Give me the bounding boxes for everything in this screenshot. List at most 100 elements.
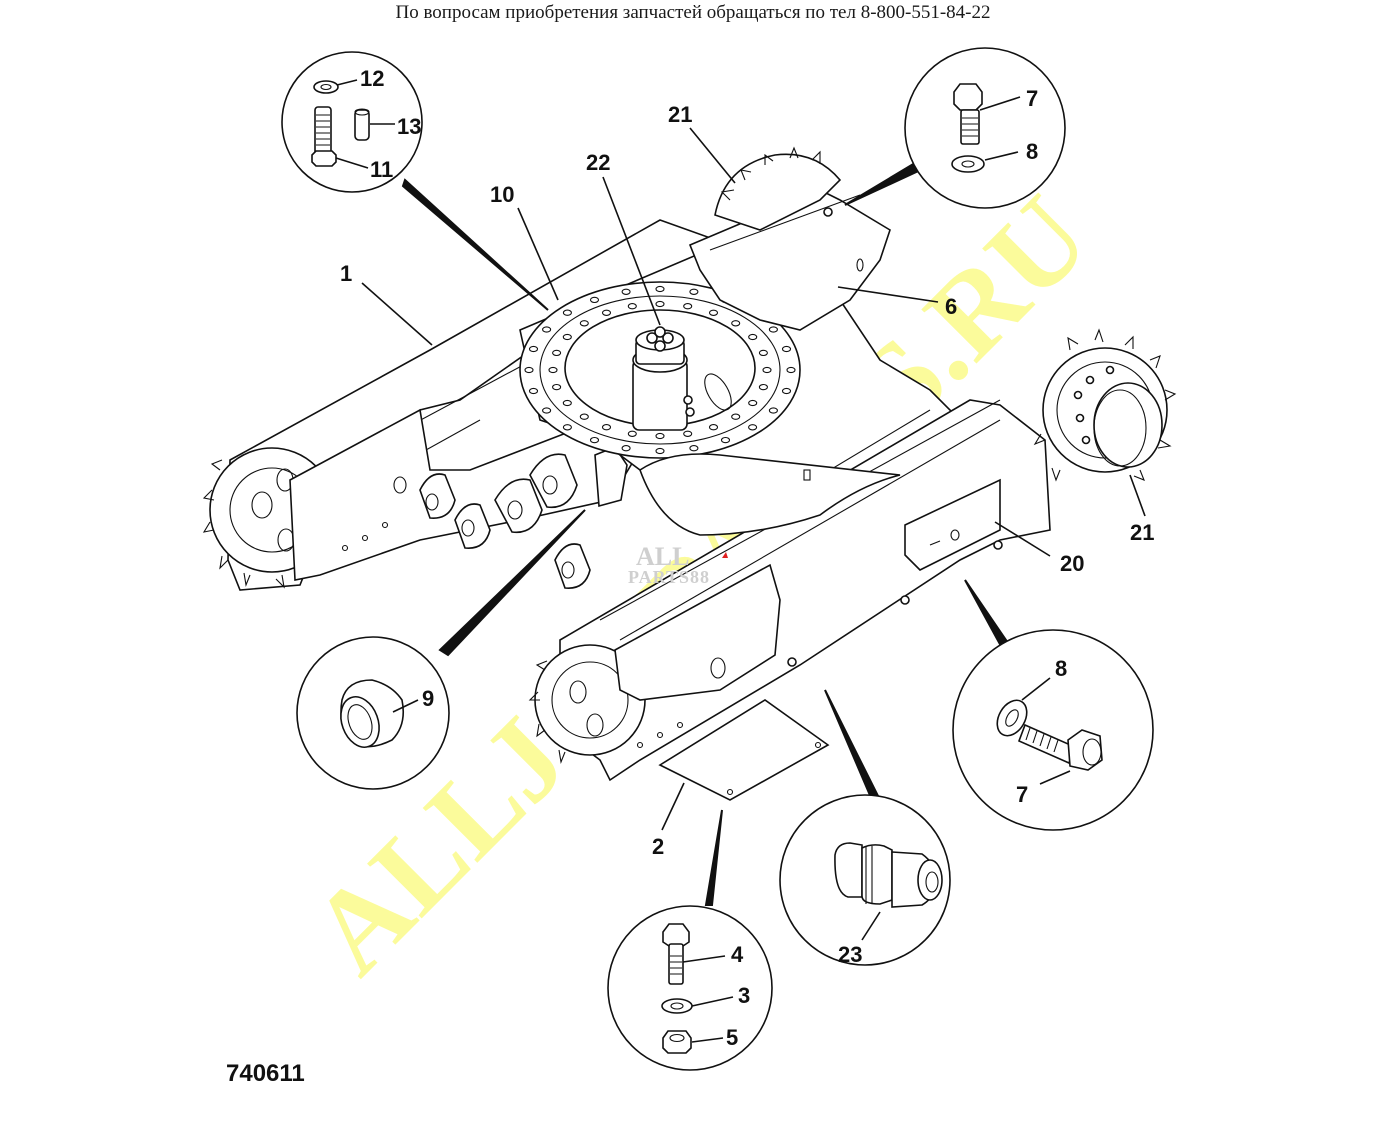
bolt-hole <box>708 309 719 316</box>
detail-circle-roller: 23 <box>779 794 951 967</box>
bolt-icon <box>953 83 983 145</box>
bolt-icon <box>1017 723 1103 771</box>
callout-10: 10 <box>490 182 514 207</box>
logo-watermark: ALL PARTS88 <box>628 542 728 587</box>
callout-1: 1 <box>340 261 352 286</box>
callout-13: 13 <box>397 114 421 139</box>
pin-icon <box>354 108 370 141</box>
bolt-hole <box>689 288 699 295</box>
callout-23: 23 <box>838 942 862 967</box>
bolt-hole <box>627 303 637 310</box>
callout-9: 9 <box>422 686 434 711</box>
bolt-hole <box>758 383 768 391</box>
bolt-hole <box>655 285 665 293</box>
detail-circle-bolt-kit-bottom: 4 3 5 <box>607 905 773 1071</box>
bolt-hole <box>579 320 589 327</box>
belly-plate <box>658 699 830 801</box>
bolt-hole <box>655 300 665 308</box>
bolt-hole <box>768 326 778 333</box>
bolt-hole <box>748 333 758 341</box>
bolt-hole <box>781 387 792 395</box>
bolt-hole <box>731 320 741 327</box>
bolt-hole <box>683 303 693 310</box>
bolt-hole <box>528 345 539 353</box>
callout-12: 12 <box>360 66 384 91</box>
bolt-hole <box>562 309 572 316</box>
roller-icon <box>834 842 943 908</box>
logo-bottom-text: PARTS88 <box>628 567 710 587</box>
bolt-hole <box>552 383 562 391</box>
callout-21-upper: 21 <box>668 102 692 127</box>
bolt-hole <box>548 366 558 374</box>
bolt-hole <box>562 424 572 431</box>
leader-lines <box>361 127 1146 831</box>
bolt-hole <box>786 366 796 374</box>
rotary-joint <box>632 326 695 431</box>
bolt-hole <box>524 366 534 374</box>
bolt-icon <box>311 106 337 167</box>
bolt-hole <box>579 413 589 420</box>
bolt-hole <box>731 413 741 420</box>
side-shield <box>904 478 1001 571</box>
bolt-hole <box>589 436 600 444</box>
bolt-hole <box>601 424 612 431</box>
washer-icon <box>996 699 1028 737</box>
detail-circle-bushing: 9 <box>296 636 450 790</box>
center-deck <box>639 453 901 536</box>
washer-icon <box>313 80 339 94</box>
bolt-hole <box>562 333 572 341</box>
bolt-hole <box>589 296 600 304</box>
nut-icon <box>662 1030 692 1054</box>
callout-20: 20 <box>1060 551 1084 576</box>
callout-5: 5 <box>726 1025 738 1050</box>
callout-21-right: 21 <box>1130 520 1154 545</box>
bushing-icon <box>340 679 405 748</box>
right-rear-frame <box>688 189 891 331</box>
main-callouts: 1 10 22 21 6 21 20 2 <box>340 102 1154 859</box>
logo-top-text: ALL <box>636 542 689 571</box>
bolt-hole <box>655 432 665 440</box>
bolt-hole <box>562 399 572 407</box>
bolt-hole <box>748 424 758 431</box>
undercarriage-frame: ALL PARTS88 <box>202 146 1177 801</box>
bolt-hole <box>552 349 562 357</box>
bolt-hole <box>768 407 778 414</box>
washer-icon <box>951 155 985 173</box>
callout-7-top: 7 <box>1026 86 1038 111</box>
callout-6: 6 <box>945 294 957 319</box>
bolt-hole <box>689 445 699 452</box>
front-frame-box <box>614 563 781 701</box>
callout-8-top: 8 <box>1026 139 1038 164</box>
callout-11: 11 <box>370 157 393 182</box>
callout-22: 22 <box>586 150 610 175</box>
figure-number: 740611 <box>226 1060 305 1087</box>
bolt-hole <box>683 430 693 437</box>
contact-header: По вопросам приобретения запчастей обращ… <box>395 2 991 23</box>
bolt-hole <box>762 366 772 374</box>
detail-pointers <box>401 158 1010 906</box>
mounting-lugs <box>419 446 628 589</box>
callout-4: 4 <box>731 942 744 967</box>
bolt-hole <box>621 288 631 295</box>
bolt-hole <box>708 424 719 431</box>
drive-motor <box>1033 328 1177 482</box>
bolt-icon <box>662 923 690 985</box>
bolt-hole <box>621 445 631 452</box>
bolt-hole <box>542 326 552 333</box>
upper-right-sprocket <box>714 146 842 231</box>
detail-circle-bolt-kit-right: 8 7 <box>952 629 1154 831</box>
detail-circle-bolt-kit-top-left: 12 13 11 <box>281 51 423 193</box>
bolt-hole <box>655 447 665 455</box>
callout-3: 3 <box>738 983 750 1008</box>
callout-8-right: 8 <box>1055 656 1067 681</box>
bolt-hole <box>528 387 539 395</box>
bolt-hole <box>542 407 552 414</box>
washer-icon <box>661 998 693 1014</box>
bolt-hole <box>601 309 612 316</box>
bolt-hole <box>720 436 731 444</box>
bolt-hole <box>781 345 792 353</box>
bolt-hole <box>758 349 768 357</box>
callout-2: 2 <box>652 834 664 859</box>
bolt-hole <box>748 399 758 407</box>
